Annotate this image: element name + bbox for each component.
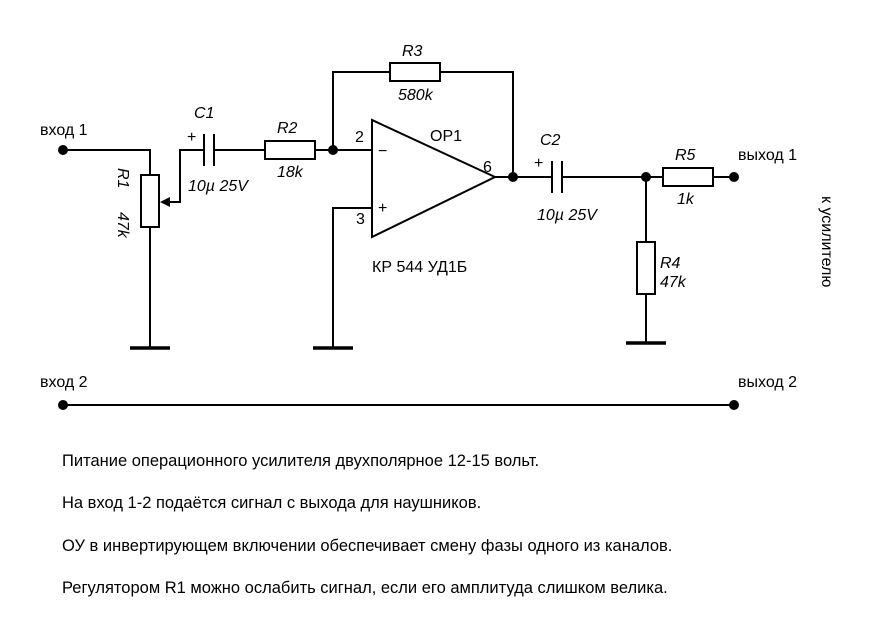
c2-value: 10µ 25V [537, 207, 598, 224]
op1-noninverting-sign: + [378, 200, 387, 217]
op1-part-number: КР 544 УД1Б [372, 259, 467, 276]
c2-name: C2 [540, 132, 561, 149]
r1-potentiometer [140, 149, 181, 228]
op1-opamp [371, 118, 498, 239]
input1-wiring [62, 149, 151, 348]
op1-pin-inverting: 2 [355, 129, 364, 146]
c2-polarity: + [534, 155, 543, 172]
r1-name: R1 [114, 168, 131, 188]
c1-polarity: + [187, 129, 196, 146]
noninverting-ground-wire [332, 207, 373, 348]
note-r1-attenuation: Регулятором R1 можно ослабить сигнал, ес… [62, 579, 668, 597]
r2-value: 18k [277, 164, 304, 181]
op1-pin-noninverting: 3 [356, 211, 365, 228]
r5-resistor [662, 167, 714, 187]
r5-value: 1k [677, 191, 695, 208]
input2-terminal[interactable] [58, 400, 68, 410]
c1-name: C1 [194, 105, 214, 122]
note-power-supply: Питание операционного усилителя двухполя… [62, 452, 540, 470]
c1-value: 10µ 25V [188, 178, 249, 195]
input2-label: вход 2 [40, 374, 88, 391]
r4-resistor [636, 241, 656, 295]
r3-resistor [389, 62, 441, 82]
r4-value: 47k [660, 274, 687, 291]
note-phase-inversion: ОУ в инвертирующем включении обеспечивае… [62, 537, 673, 555]
r3-value: 580k [398, 87, 434, 104]
output2-label: выход 2 [738, 374, 797, 391]
r2-resistor [264, 140, 316, 160]
output1-terminal[interactable] [729, 172, 739, 182]
op1-inverting-sign: − [378, 143, 387, 160]
r5-name: R5 [675, 147, 696, 164]
input1-label: вход 1 [40, 122, 88, 139]
op1-name: OP1 [430, 128, 462, 145]
op1-pin-output: 6 [483, 159, 492, 176]
feedback-wiring [332, 71, 514, 178]
input1-terminal[interactable] [58, 145, 68, 155]
note-input-signal: На вход 1-2 подаётся сигнал с выхода для… [62, 494, 482, 512]
output-junction-dot [508, 172, 518, 182]
r2-name: R2 [277, 120, 298, 137]
r1-value: 47k [114, 212, 131, 239]
output2-terminal[interactable] [729, 400, 739, 410]
r4-name: R4 [660, 255, 681, 272]
inverting-junction-dot [328, 145, 338, 155]
r3-name: R3 [402, 43, 423, 60]
output1-label: выход 1 [738, 147, 797, 164]
c1-capacitor [179, 134, 266, 166]
to-amplifier-label: к усилителю [818, 196, 835, 287]
